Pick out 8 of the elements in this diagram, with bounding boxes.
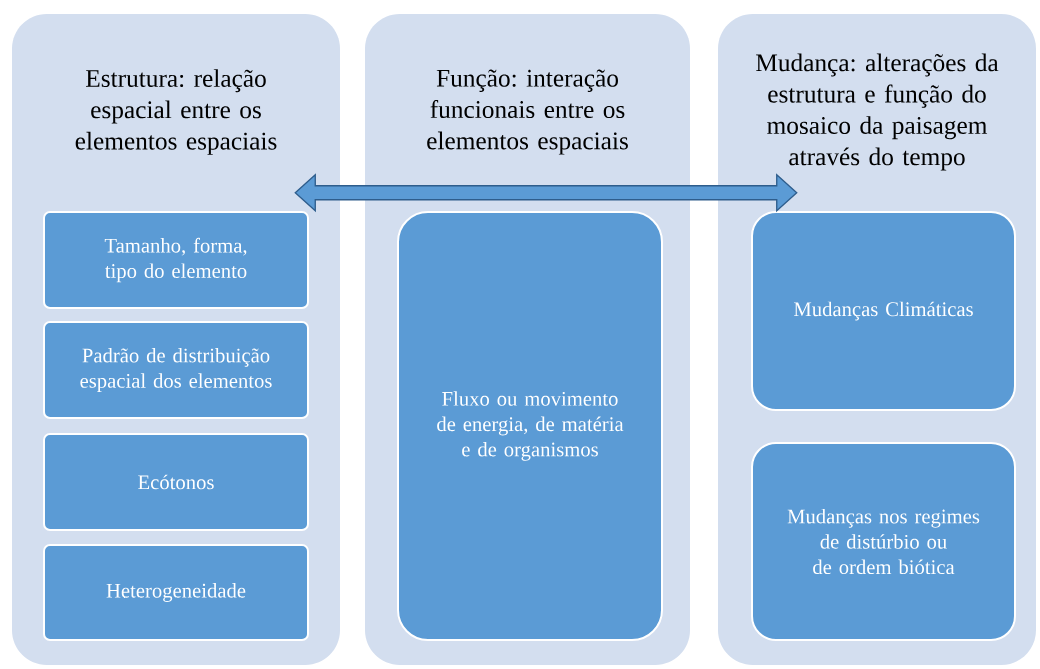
content-box: Heterogeneidade <box>43 544 309 641</box>
content-box: Ecótonos <box>43 433 309 531</box>
content-box: Mudanças Climáticas <box>751 211 1016 411</box>
content-box: Tamanho, forma, tipo do elemento <box>43 211 309 309</box>
double-arrow <box>294 173 798 213</box>
content-box: Mudanças nos regimes de distúrbio ou de ordem biótica <box>751 442 1016 641</box>
content-box: Fluxo ou movimento de energia, de matéria e de organismos <box>397 211 663 641</box>
content-box: Padrão de distribuição espacial dos elementos <box>43 321 309 419</box>
